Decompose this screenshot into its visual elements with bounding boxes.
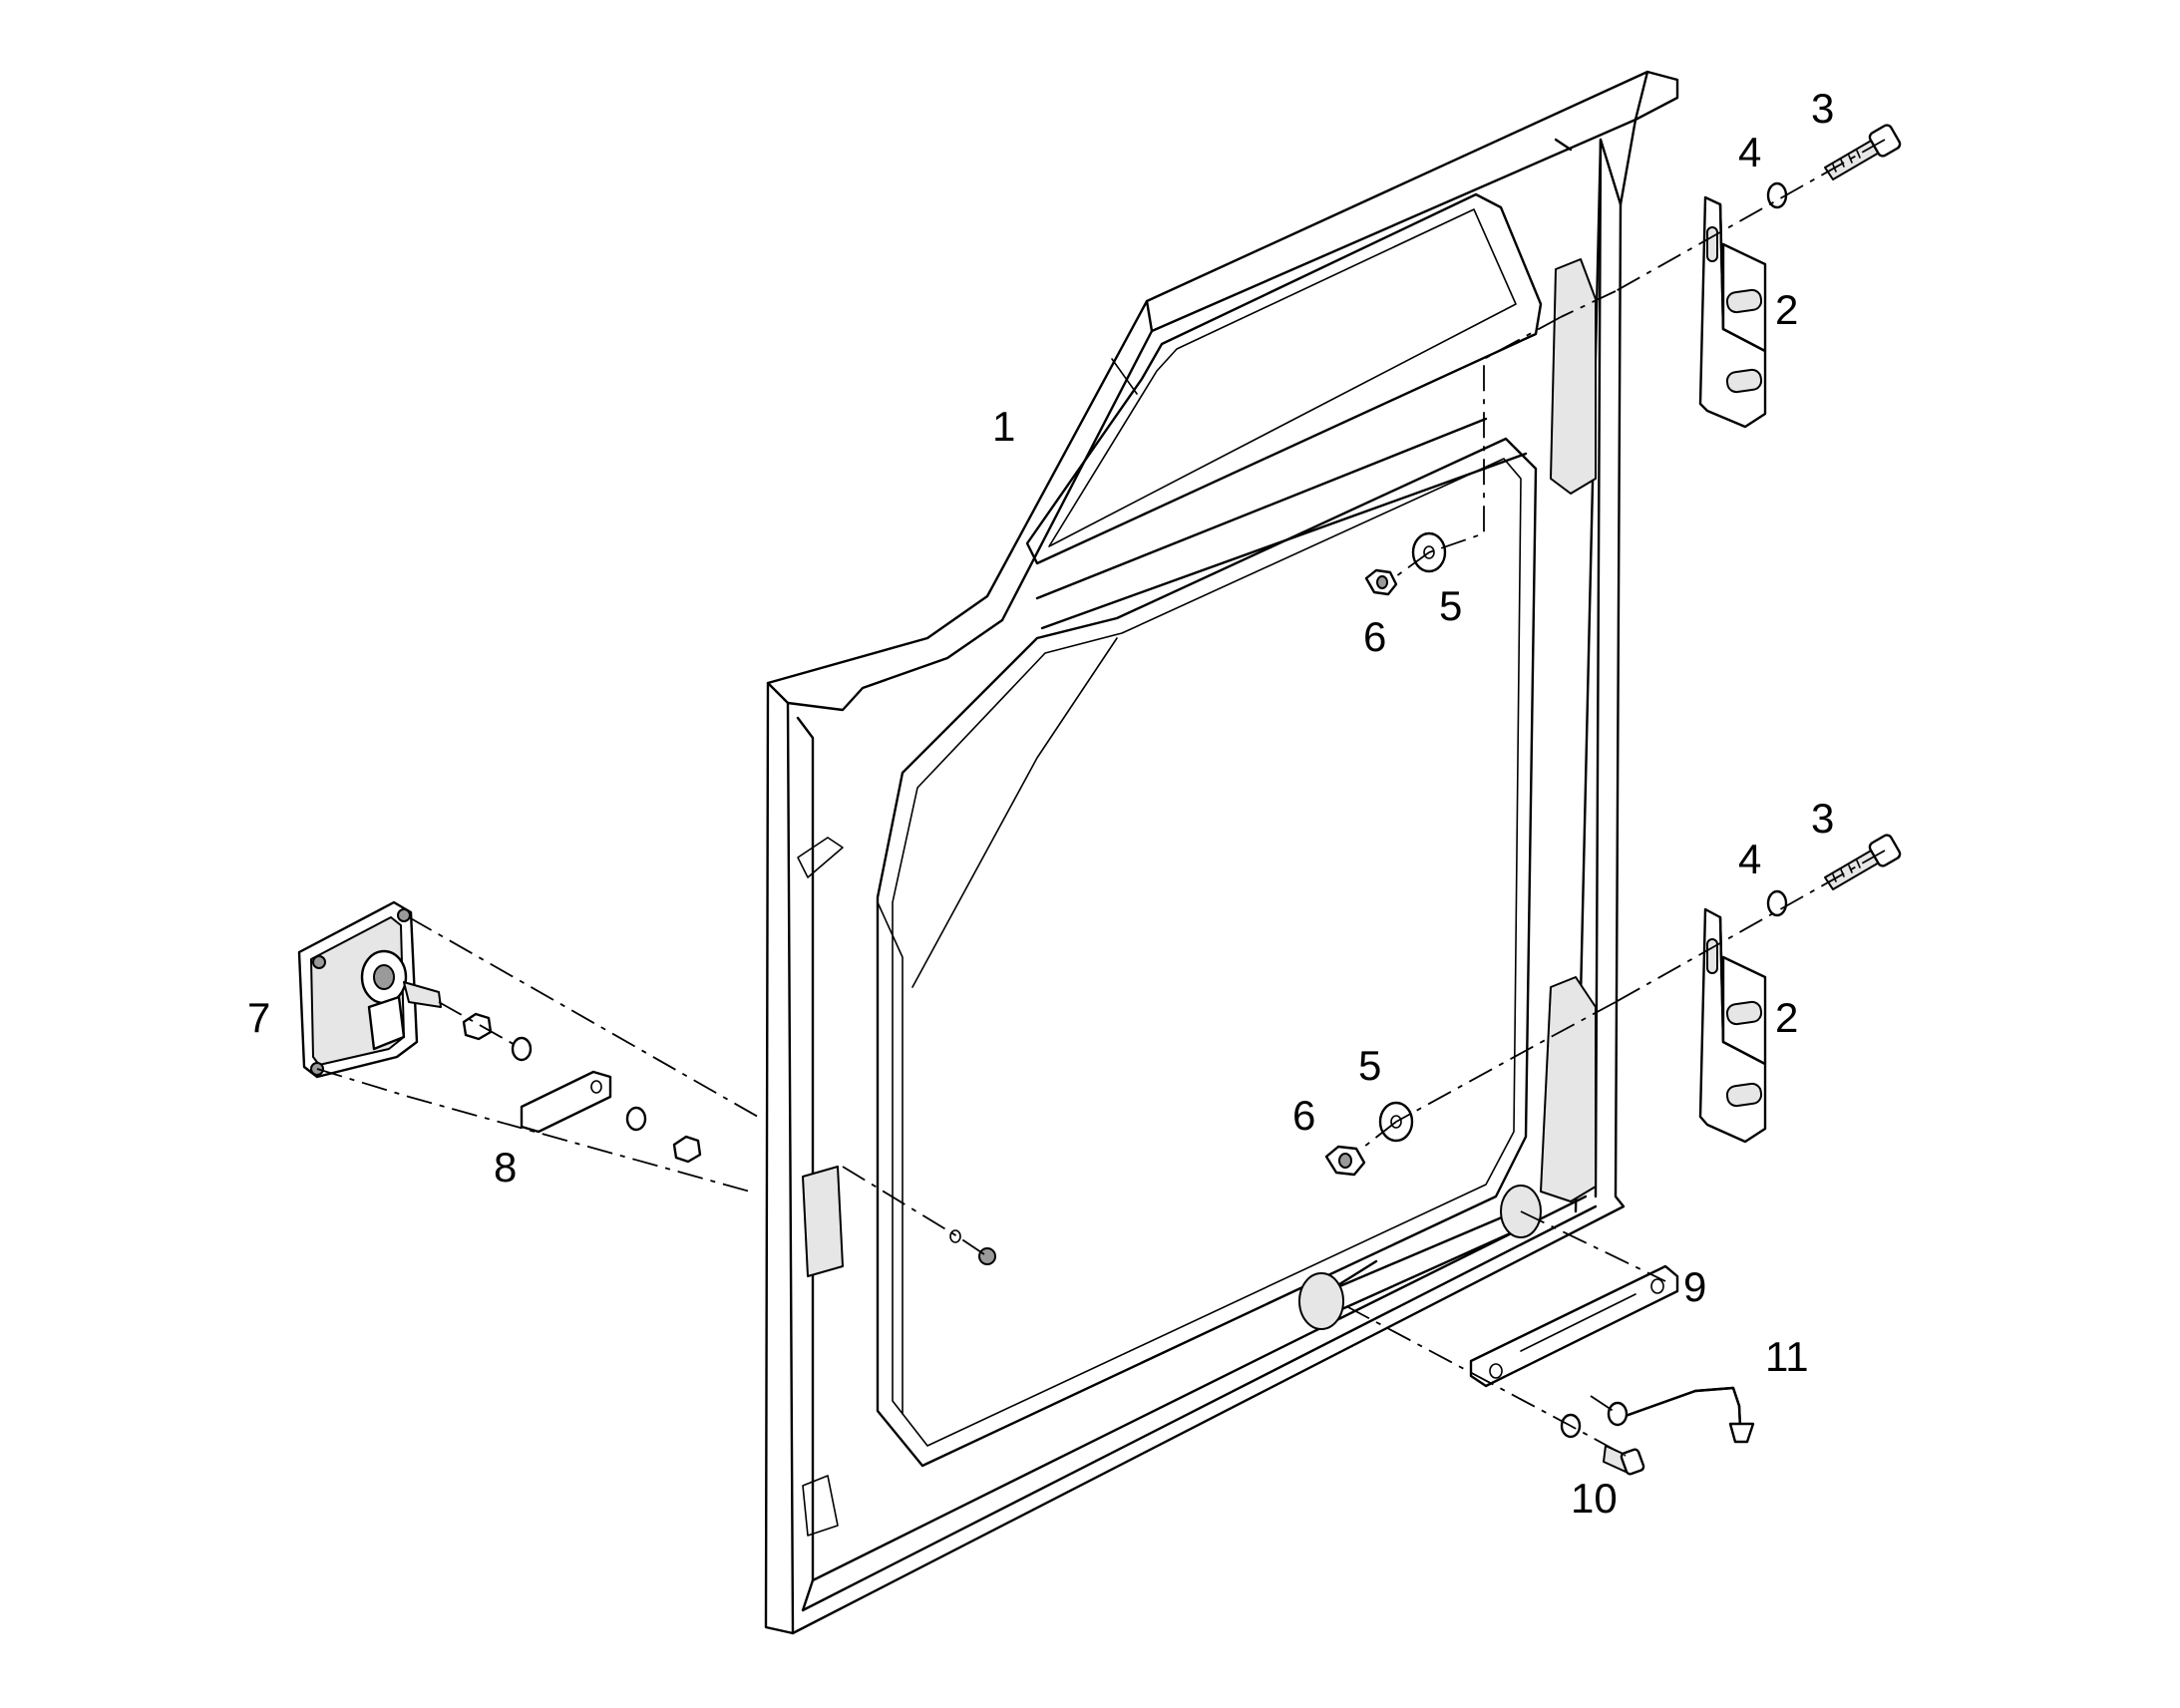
callout-4-upper: 4: [1738, 129, 1761, 175]
door-stay-part: [1469, 1264, 1679, 1388]
callout-4-lower: 4: [1738, 836, 1761, 882]
callout-5-upper: 5: [1439, 582, 1462, 629]
callout-3-upper: 3: [1811, 85, 1834, 132]
plate-clip-part: [625, 1106, 647, 1132]
hinge-lower-part: [1698, 907, 1767, 1144]
stay-rod-part: [1607, 1386, 1755, 1444]
callout-2-lower: 2: [1775, 994, 1798, 1041]
callout-2-upper: 2: [1775, 286, 1798, 333]
door-frame: [764, 70, 1679, 1635]
callout-9: 9: [1683, 1263, 1706, 1310]
grommet-clip-part: [949, 1229, 961, 1243]
callout-5-lower: 5: [1358, 1042, 1381, 1089]
plate-nut-part: [672, 1135, 702, 1164]
callout-6-lower: 6: [1292, 1092, 1315, 1139]
bolt-lower-part: [1824, 834, 1902, 890]
callout-6-upper: 6: [1363, 613, 1386, 660]
door-lock-part: [297, 900, 442, 1079]
hinge-upper-part: [1698, 195, 1767, 429]
callout-10: 10: [1571, 1475, 1618, 1522]
nut-upper-part: [1364, 568, 1398, 596]
nut-lower-part: [1324, 1145, 1366, 1177]
lock-clip-part: [511, 1036, 533, 1062]
lock-washer-lower-part: [1766, 889, 1788, 917]
stay-bolt-part: [1560, 1413, 1645, 1476]
callout-8: 8: [494, 1144, 517, 1191]
callout-3-lower: 3: [1811, 795, 1834, 842]
callout-1: 1: [992, 403, 1015, 450]
callout-7: 7: [247, 994, 270, 1041]
lock-plate-part: [520, 1070, 612, 1134]
assembly-lines: [316, 139, 1886, 1457]
lock-nut-part: [462, 1012, 493, 1041]
callout-11: 11: [1765, 1333, 1809, 1380]
callout-labels: 1 2 2 3 3 4 4 5 5 6 6 7 8 9 10 11: [247, 85, 1834, 1522]
grommet-part: [978, 1247, 996, 1265]
